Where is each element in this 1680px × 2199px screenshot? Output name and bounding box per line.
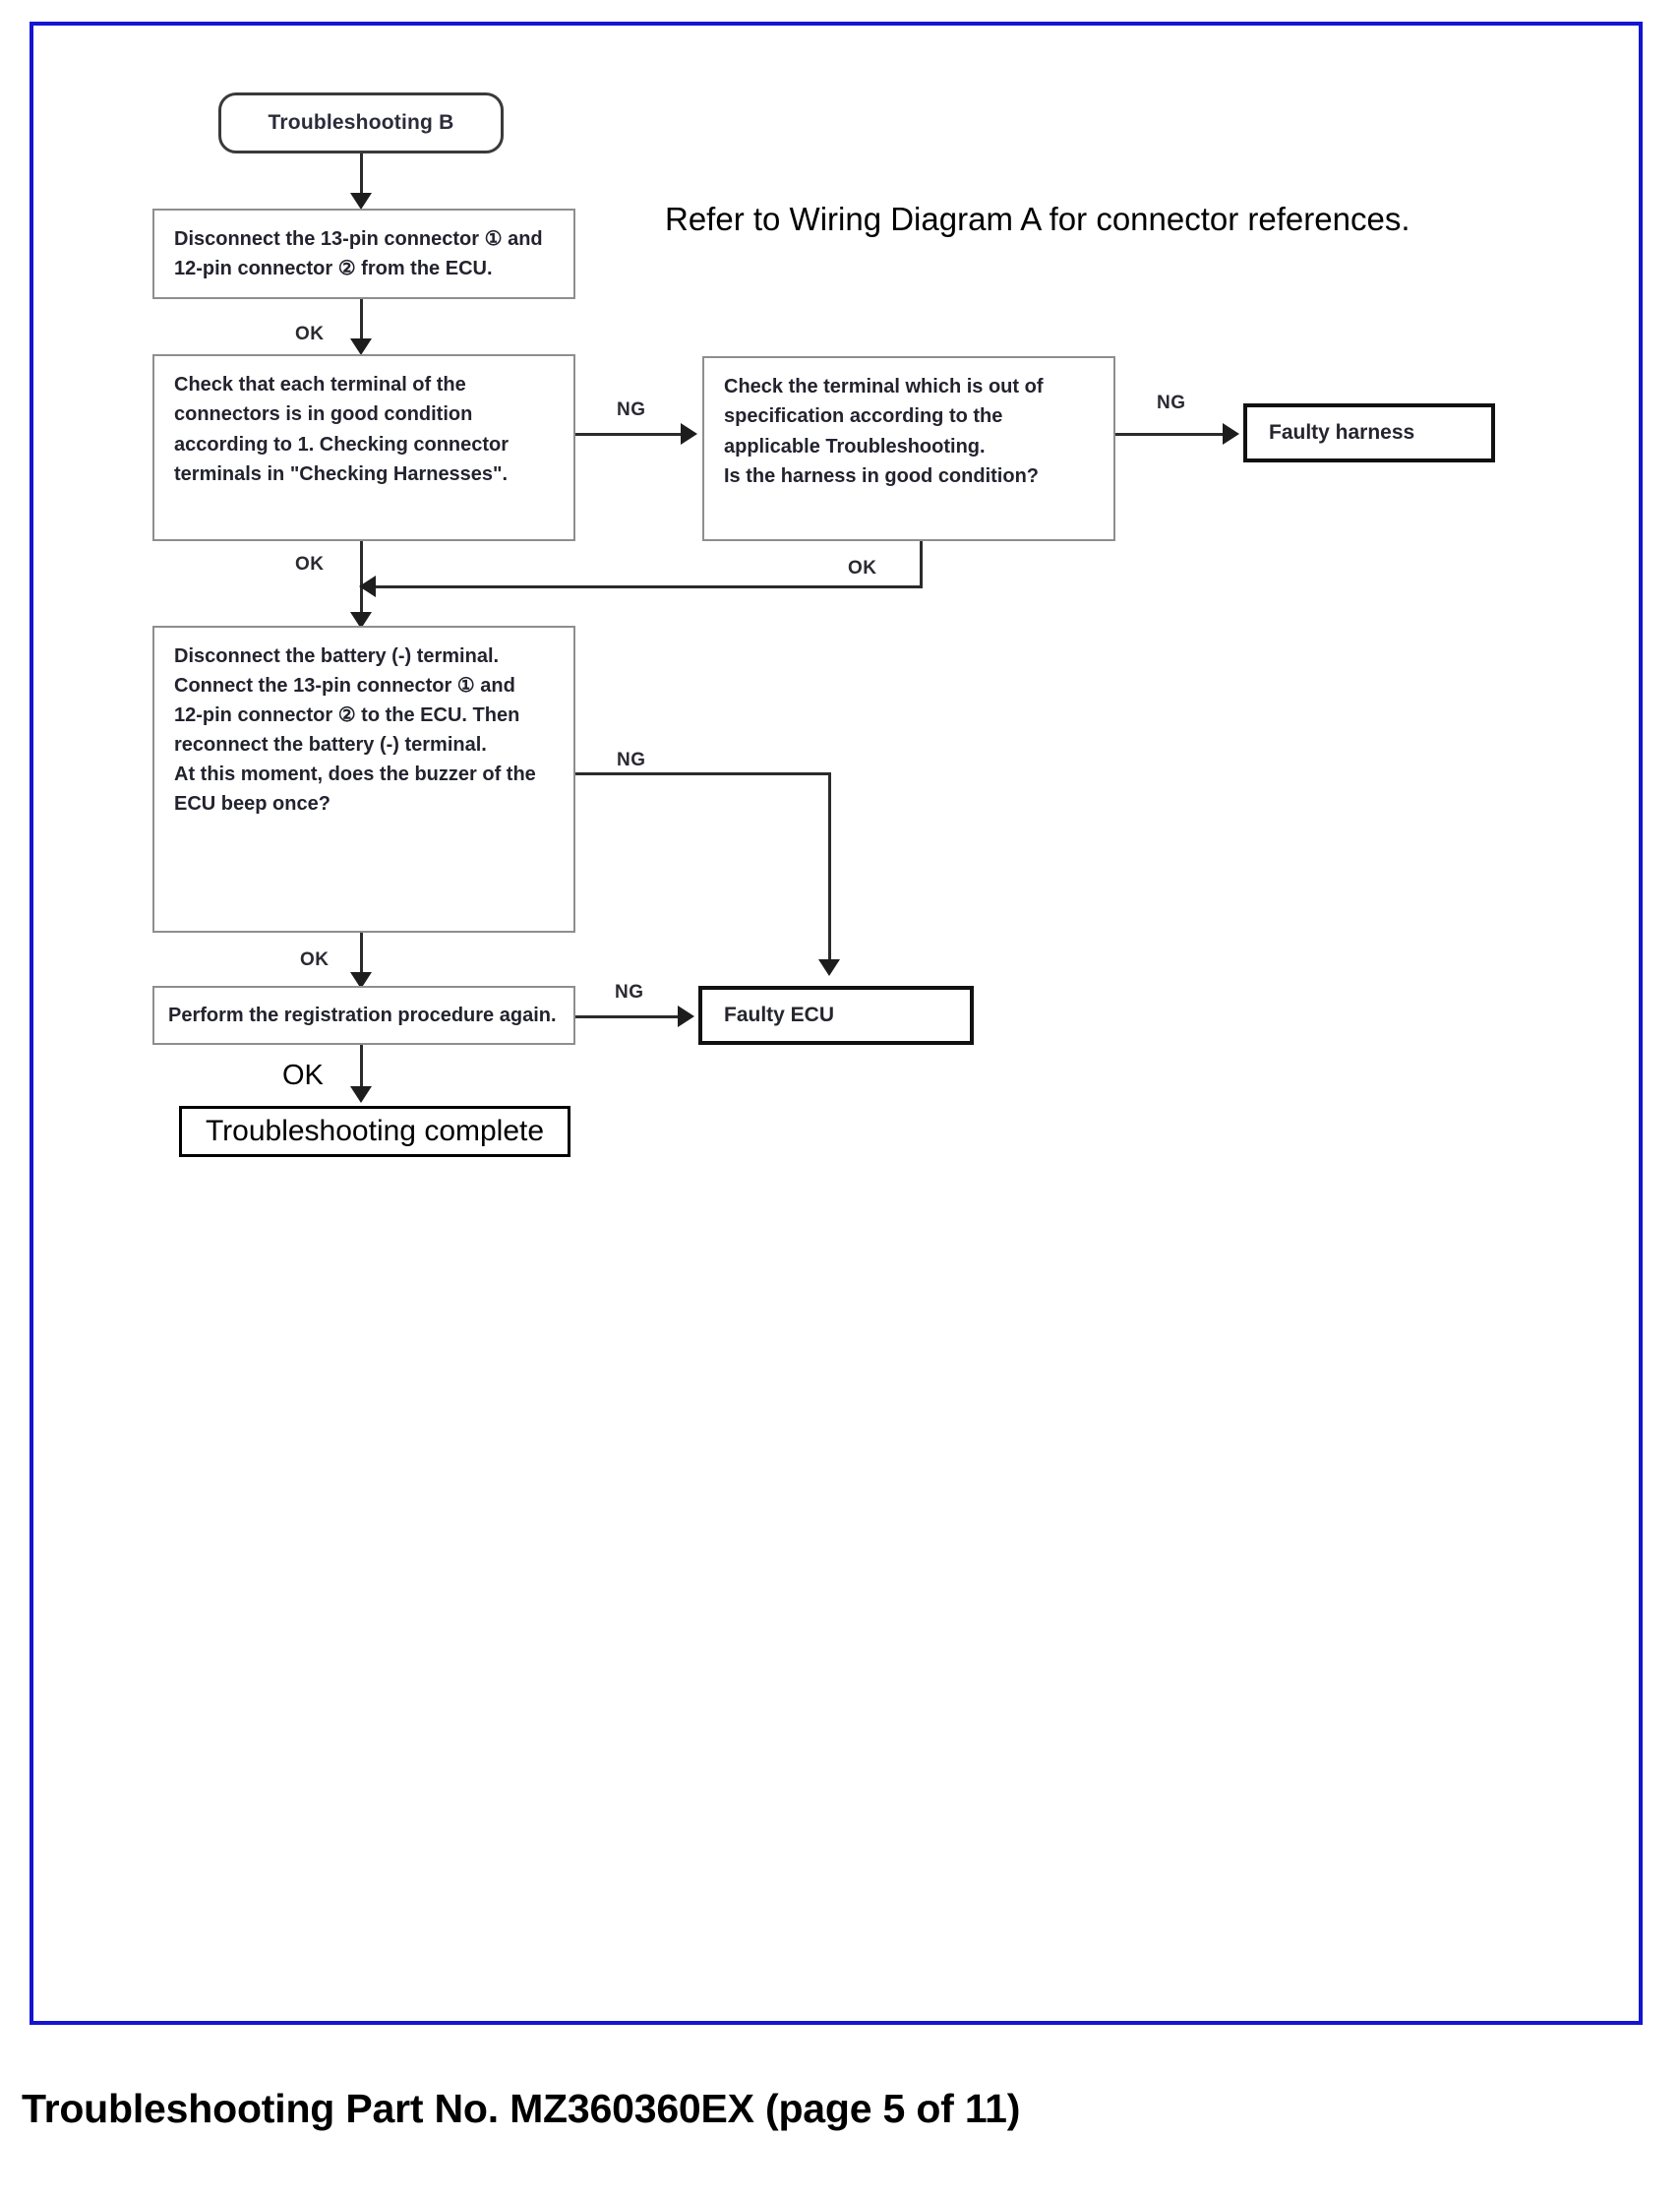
arrowhead-disconnect-to-check — [350, 338, 372, 355]
node-registration-again-label: Perform the registration procedure again… — [168, 1004, 557, 1026]
edge-battery-ng-down — [828, 772, 831, 969]
arrowhead-check-terminals-ok-down — [350, 612, 372, 629]
node-registration-again: Perform the registration procedure again… — [152, 986, 575, 1045]
edge-outofspec-ok-down — [920, 541, 923, 588]
edge-registration-to-complete — [360, 1045, 363, 1100]
edge-label-ng-4: NG — [615, 982, 644, 1003]
edge-label-ng-1: NG — [617, 399, 646, 420]
edge-label-ng-2: NG — [1157, 393, 1186, 413]
node-battery-reconnect-line1: Disconnect the battery (-) terminal. — [174, 645, 500, 667]
node-battery-reconnect-line3: 12-pin connector ② to the ECU. Then — [174, 704, 520, 726]
node-start-troubleshooting-b: Troubleshooting B — [218, 92, 504, 153]
node-check-out-of-spec: Check the terminal which is out of speci… — [702, 356, 1115, 541]
node-faulty-harness-label: Faulty harness — [1269, 421, 1415, 444]
edge-label-ok-2: OK — [295, 554, 325, 575]
node-check-out-of-spec-line3: applicable Troubleshooting. — [724, 435, 986, 458]
node-battery-reconnect-line5: At this moment, does the buzzer of the — [174, 764, 536, 785]
edge-disconnect-to-check — [360, 299, 363, 350]
edge-label-ok-5: OK — [282, 1060, 324, 1091]
edge-battery-to-registration — [360, 933, 363, 984]
node-check-terminals-line1: Check that each terminal of the — [174, 374, 466, 396]
arrowhead-battery-ng-down — [818, 959, 840, 976]
node-battery-reconnect-line2: Connect the 13-pin connector ① and — [174, 675, 515, 697]
arrowhead-start-to-disconnect — [350, 193, 372, 210]
arrowhead-battery-to-registration — [350, 972, 372, 989]
node-faulty-ecu: Faulty ECU — [698, 986, 974, 1045]
arrowhead-outofspec-to-faulty-harness — [1223, 423, 1239, 445]
node-battery-reconnect: Disconnect the battery (-) terminal. Con… — [152, 626, 575, 933]
node-battery-reconnect-line4: reconnect the battery (-) terminal. — [174, 734, 487, 756]
edge-outofspec-ok-left — [372, 585, 923, 588]
arrowhead-outofspec-ok-merge — [359, 576, 376, 597]
arrowhead-registration-to-complete — [350, 1086, 372, 1103]
wiring-diagram-note: Refer to Wiring Diagram A for connector … — [665, 201, 1410, 237]
node-check-terminals: Check that each terminal of the connecto… — [152, 354, 575, 541]
arrowhead-registration-to-faulty-ecu — [678, 1006, 694, 1027]
node-check-out-of-spec-line2: specification according to the — [724, 405, 1003, 428]
node-battery-reconnect-line6: ECU beep once? — [174, 793, 330, 815]
edge-registration-to-faulty-ecu — [575, 1015, 682, 1018]
edge-check-to-outofspec — [575, 433, 685, 436]
node-start-label: Troubleshooting B — [268, 111, 454, 134]
footer-caption: Troubleshooting Part No. MZ360360EX (pag… — [22, 2086, 1021, 2131]
edge-label-ng-3: NG — [617, 750, 646, 770]
node-troubleshooting-complete: Troubleshooting complete — [179, 1106, 570, 1157]
node-faulty-harness: Faulty harness — [1243, 403, 1495, 462]
node-disconnect-connectors: Disconnect the 13-pin connector ① and 12… — [152, 209, 575, 299]
edge-start-to-disconnect — [360, 153, 363, 203]
node-faulty-ecu-label: Faulty ECU — [724, 1004, 835, 1026]
node-disconnect-connectors-line1: Disconnect the 13-pin connector ① and — [174, 228, 543, 250]
node-check-out-of-spec-line1: Check the terminal which is out of — [724, 376, 1044, 397]
edge-outofspec-to-faulty-harness — [1115, 433, 1227, 436]
edge-label-ok-4: OK — [300, 949, 330, 970]
node-check-terminals-line2: connectors is in good condition — [174, 403, 473, 426]
edge-label-ok-1: OK — [295, 324, 325, 344]
edge-label-ok-3: OK — [848, 558, 877, 579]
node-check-terminals-line4: terminals in "Checking Harnesses". — [174, 463, 509, 486]
node-disconnect-connectors-line2: 12-pin connector ② from the ECU. — [174, 258, 493, 280]
arrowhead-check-to-outofspec — [681, 423, 697, 445]
edge-battery-ng-right — [575, 772, 831, 775]
node-troubleshooting-complete-label: Troubleshooting complete — [205, 1115, 545, 1147]
node-check-terminals-line3: according to 1. Checking connector — [174, 433, 510, 456]
node-check-out-of-spec-line4: Is the harness in good condition? — [724, 465, 1040, 488]
